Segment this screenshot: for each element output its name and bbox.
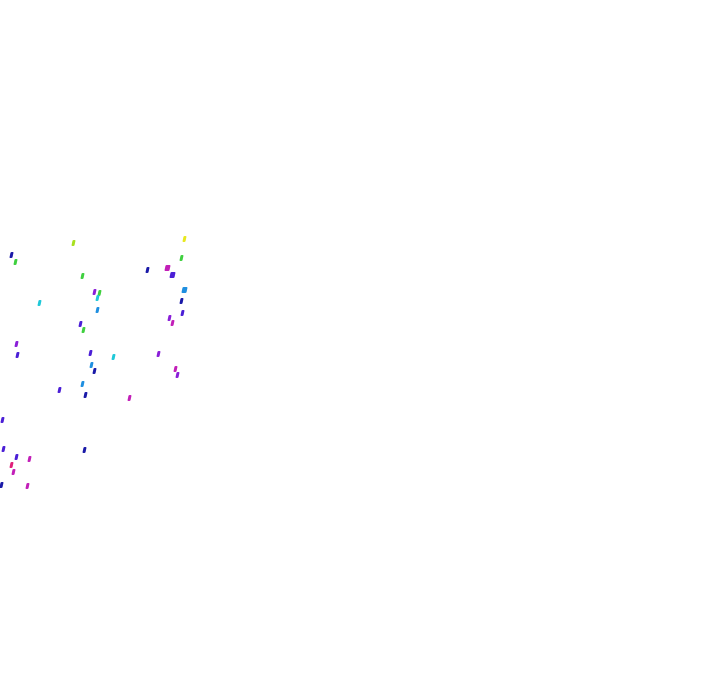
speck [170, 320, 175, 326]
speck [181, 287, 188, 293]
speck [9, 462, 14, 468]
speck [0, 417, 5, 423]
speck [15, 352, 20, 358]
speck [80, 381, 85, 387]
speck [27, 456, 32, 462]
speck [179, 298, 184, 304]
speck [180, 310, 185, 316]
speck [145, 267, 150, 273]
speck [169, 272, 176, 278]
speck [95, 295, 100, 301]
speck [57, 387, 62, 393]
speck [88, 350, 93, 356]
speck [80, 273, 85, 279]
speck [1, 446, 6, 452]
speck [83, 392, 88, 398]
speck [179, 255, 184, 261]
speck [111, 354, 116, 360]
speck [156, 351, 161, 357]
speck [13, 259, 18, 265]
speck [92, 368, 97, 374]
speck [25, 483, 30, 489]
speck [14, 341, 19, 347]
speck [14, 454, 19, 460]
speck [11, 469, 16, 475]
speck [37, 300, 42, 306]
speck [71, 240, 76, 246]
speck [182, 236, 187, 242]
speck [127, 395, 132, 401]
speck [9, 252, 14, 258]
speck [175, 372, 180, 378]
speck [0, 482, 4, 488]
speck [92, 289, 97, 295]
speck [82, 447, 87, 453]
speck [95, 307, 100, 313]
speck [164, 265, 171, 271]
speck [78, 321, 83, 327]
speck [89, 362, 94, 368]
speck [81, 327, 86, 333]
